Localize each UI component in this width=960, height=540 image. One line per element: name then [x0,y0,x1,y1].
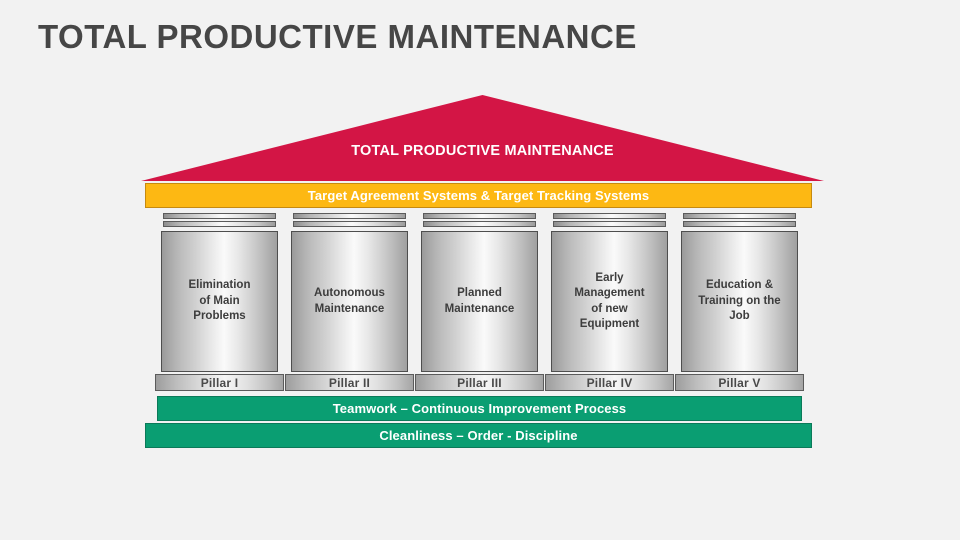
pillar-capital-upper [293,213,406,219]
pillar-capital-lower [553,221,666,227]
pillar-column: Early Management of new Equipment [551,231,668,372]
pillar-4: Early Management of new Equipment Pillar… [545,213,674,391]
pillar-base: Pillar III [415,374,544,391]
pillar-text: Autonomous Maintenance [314,287,385,315]
pillar-base: Pillar V [675,374,804,391]
pillar-capital-upper [163,213,276,219]
roof-shape: TOTAL PRODUCTIVE MAINTENANCE [141,95,824,181]
pillar-capital-upper [423,213,536,219]
pillar-text: Early Management of new Equipment [574,271,645,331]
target-systems-label: Target Agreement Systems & Target Tracki… [307,188,650,203]
foundation-teamwork-bar: Teamwork – Continuous Improvement Proces… [157,396,802,421]
pillar-capital-lower [683,221,796,227]
pillar-3: Planned Maintenance Pillar III [415,213,544,391]
pillar-2: Autonomous Maintenance Pillar II [285,213,414,391]
pillar-column: Autonomous Maintenance [291,231,408,372]
roof-label: TOTAL PRODUCTIVE MAINTENANCE [351,143,614,159]
pillar-text: Planned Maintenance [444,287,515,315]
foundation-teamwork-label: Teamwork – Continuous Improvement Proces… [332,401,627,416]
target-systems-bar: Target Agreement Systems & Target Tracki… [145,183,812,208]
pillar-base-label: Pillar II [328,375,371,390]
foundation-cleanliness-bar: Cleanliness – Order - Discipline [145,423,812,448]
pillar-base: Pillar II [285,374,414,391]
foundation-cleanliness-label: Cleanliness – Order - Discipline [379,428,578,443]
roof-triangle-icon [141,95,824,181]
pillar-column: Education & Training on the Job [681,231,798,372]
pillar-column: Planned Maintenance [421,231,538,372]
pillar-base-label: Pillar I [200,375,239,390]
pillar-capital-upper [683,213,796,219]
pillar-5: Education & Training on the Job Pillar V [675,213,804,391]
pillar-1: Elimination of Main Problems Pillar I [155,213,284,391]
pillar-text: Education & Training on the Job [698,279,781,323]
pillar-capital-upper [553,213,666,219]
pillar-base: Pillar I [155,374,284,391]
page-title: TOTAL PRODUCTIVE MAINTENANCE [38,18,637,55]
pillar-text: Elimination of Main Problems [188,279,251,323]
pillar-base-label: Pillar IV [586,375,633,390]
pillar-base: Pillar IV [545,374,674,391]
pillar-capital-lower [423,221,536,227]
pillar-capital-lower [293,221,406,227]
pillar-base-label: Pillar III [457,375,502,390]
pillar-column: Elimination of Main Problems [161,231,278,372]
pillar-capital-lower [163,221,276,227]
pillar-base-label: Pillar V [718,375,761,390]
